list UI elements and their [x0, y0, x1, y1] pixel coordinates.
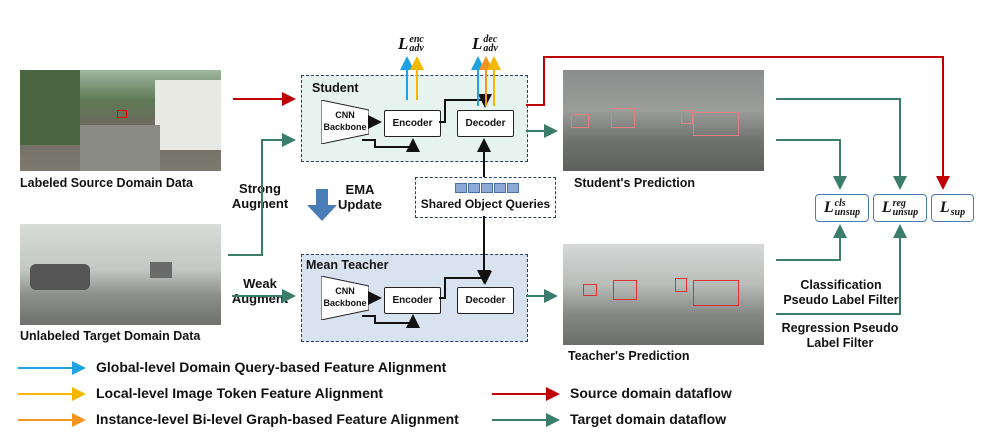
student-cnn-label: CNN Backbone [323, 110, 367, 132]
teacher-decoder: Decoder [457, 287, 514, 314]
teacher-cnn-label: CNN Backbone [323, 286, 367, 308]
student-encoder: Encoder [384, 110, 441, 137]
ema-update-label: EMA Update [337, 182, 383, 212]
source-bbox [117, 110, 127, 118]
classification-filter-label: Classification Pseudo Label Filter [783, 278, 899, 307]
teacher-to-cls-filter [776, 224, 847, 261]
student-decoder: Decoder [457, 110, 514, 137]
strong-augment-label: Strong Augment [231, 181, 289, 211]
legend-instance-label: Instance-level Bi-level Graph-based Feat… [96, 411, 459, 427]
legend-target-label: Target domain dataflow [570, 411, 727, 427]
ema-arrow-icon [307, 189, 337, 226]
legend-local-label: Local-level Image Token Feature Alignmen… [96, 385, 384, 401]
teacher-prediction-image [563, 244, 764, 345]
teacher-prediction-caption: Teacher's Prediction [568, 349, 690, 363]
query-tokens-icon [455, 183, 519, 193]
target-domain-image [20, 224, 221, 325]
source-caption: Labeled Source Domain Data [20, 176, 193, 190]
teacher-cnn-backbone: CNN Backbone [321, 276, 369, 320]
shared-queries-label: Shared Object Queries [420, 197, 551, 211]
weak-augment-label: Weak Augment [231, 276, 289, 306]
legend-global-label: Global-level Domain Query-based Feature … [96, 359, 447, 375]
student-prediction-image [563, 70, 764, 171]
student-to-lreg [776, 98, 907, 190]
student-cnn-backbone: CNN Backbone [321, 100, 369, 144]
teacher-title: Mean Teacher [306, 258, 389, 272]
student-prediction-caption: Student's Prediction [574, 176, 696, 190]
target-caption: Unlabeled Target Domain Data [20, 329, 201, 343]
student-to-lcls [776, 139, 847, 190]
legend-source-label: Source domain dataflow [570, 385, 732, 401]
teacher-encoder: Encoder [384, 287, 441, 314]
source-domain-image [20, 70, 221, 171]
student-title: Student [312, 81, 359, 95]
regression-filter-label: Regression Pseudo Label Filter [781, 321, 899, 350]
